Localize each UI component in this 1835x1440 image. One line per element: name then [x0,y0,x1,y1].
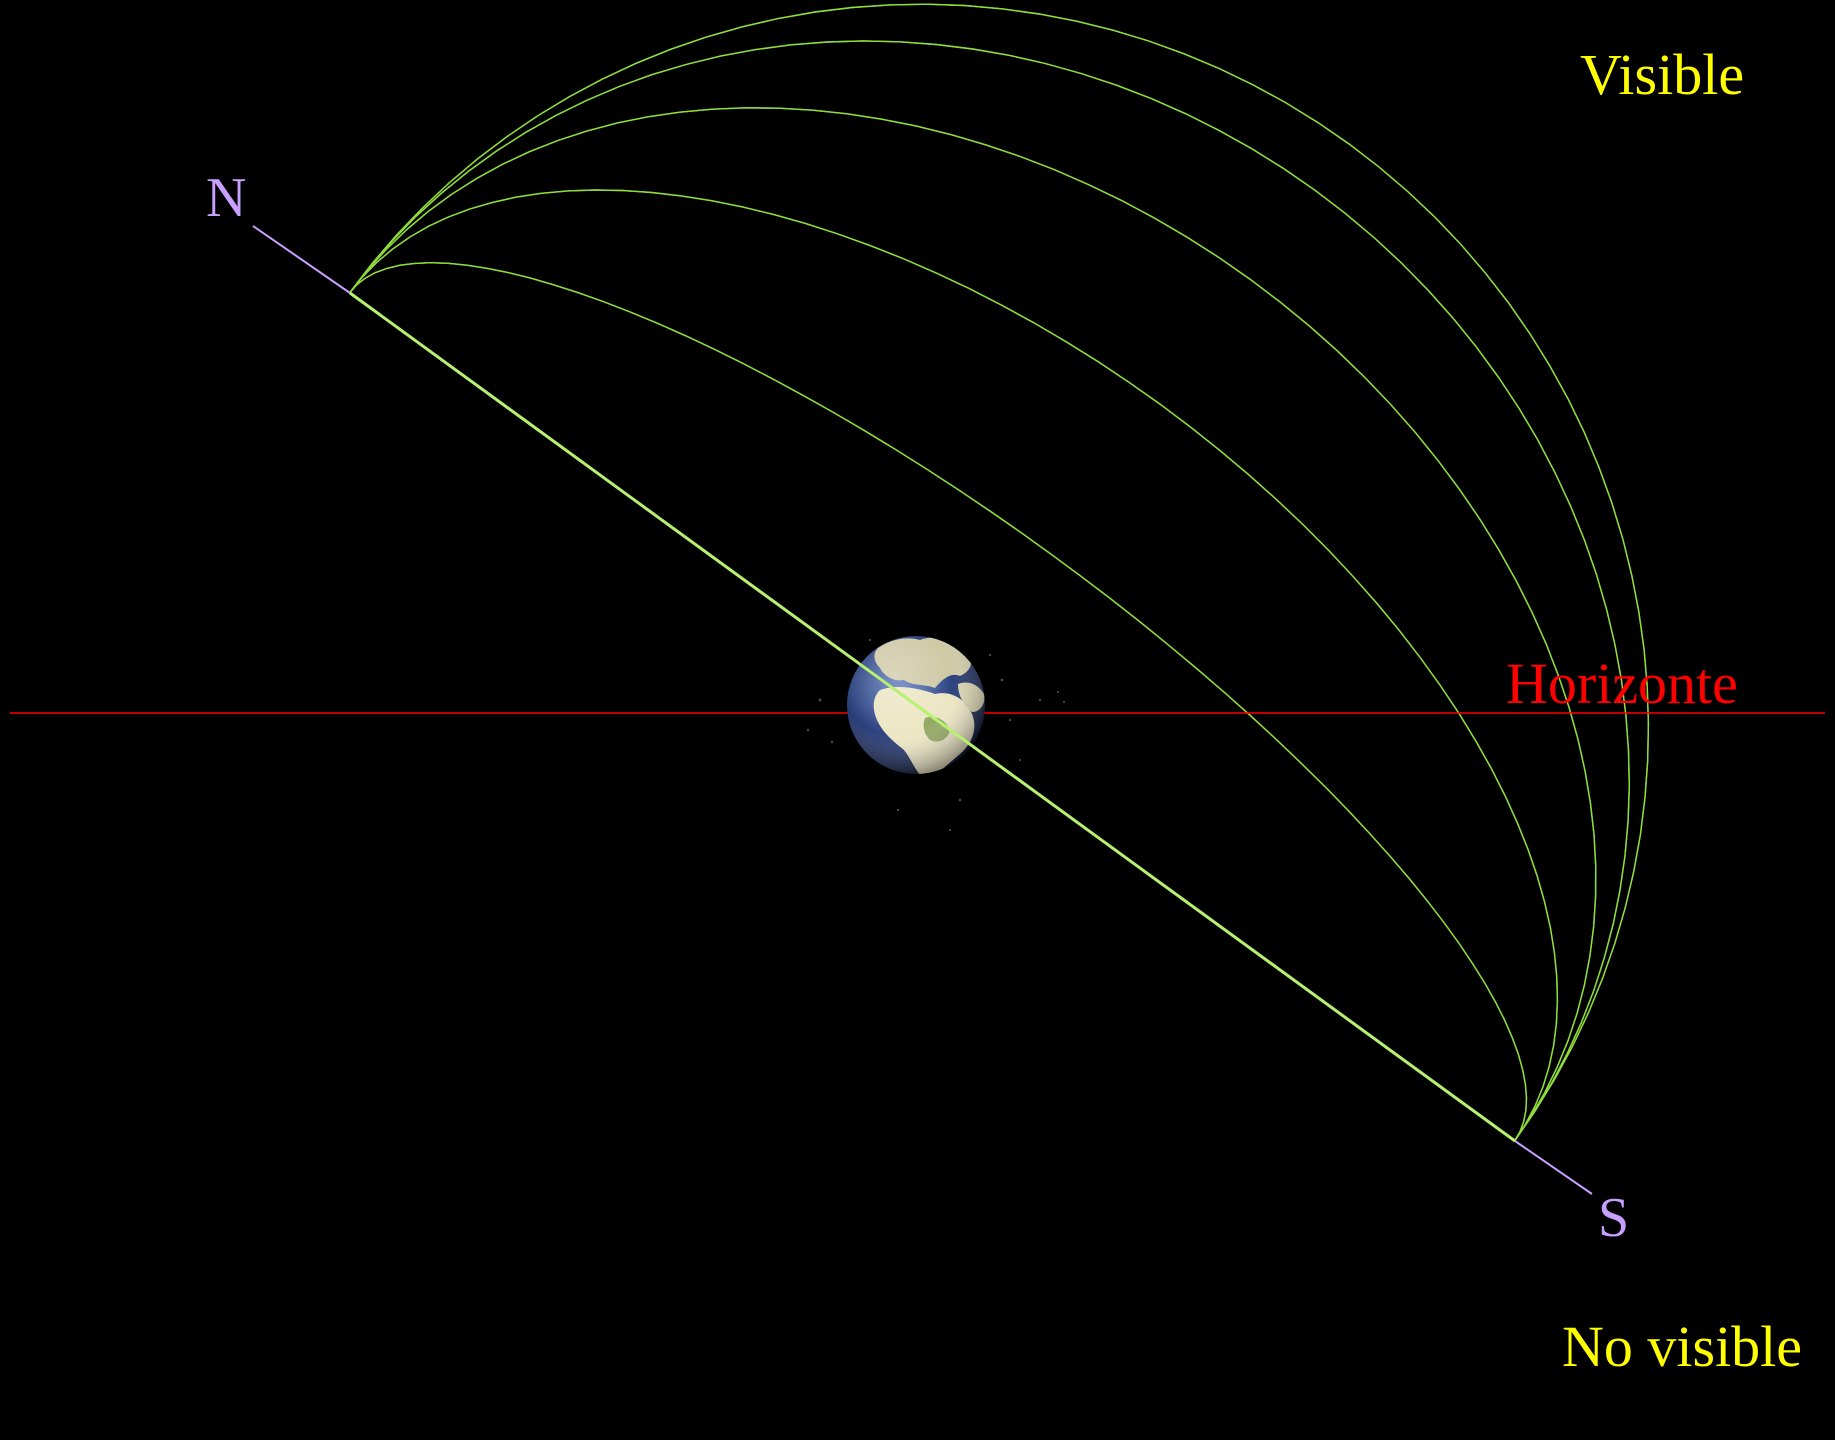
polar-axis [349,291,1516,1143]
not-visible-region-label: No visible [1562,1314,1803,1379]
north-pole-label: N [206,167,247,229]
horizon-label: Horizonte [1506,651,1738,716]
meridian-line [348,40,1631,1142]
meridian-line [348,3,1650,1142]
meridian-line [348,3,1650,1142]
visible-region-label: Visible [1580,42,1745,107]
meridian-line [348,107,1597,1142]
meridian-line [348,189,1559,1142]
meridian-lines [348,3,1650,1142]
earth-halo [806,638,1066,832]
north-pole-extension [252,225,351,294]
meridian-line [348,107,1597,1142]
meridian-line [348,40,1631,1142]
south-pole-extension [1514,1140,1593,1195]
earth-globe-icon [806,636,1066,832]
south-pole-label: S [1598,1187,1630,1249]
meridian-line [348,261,1528,1142]
